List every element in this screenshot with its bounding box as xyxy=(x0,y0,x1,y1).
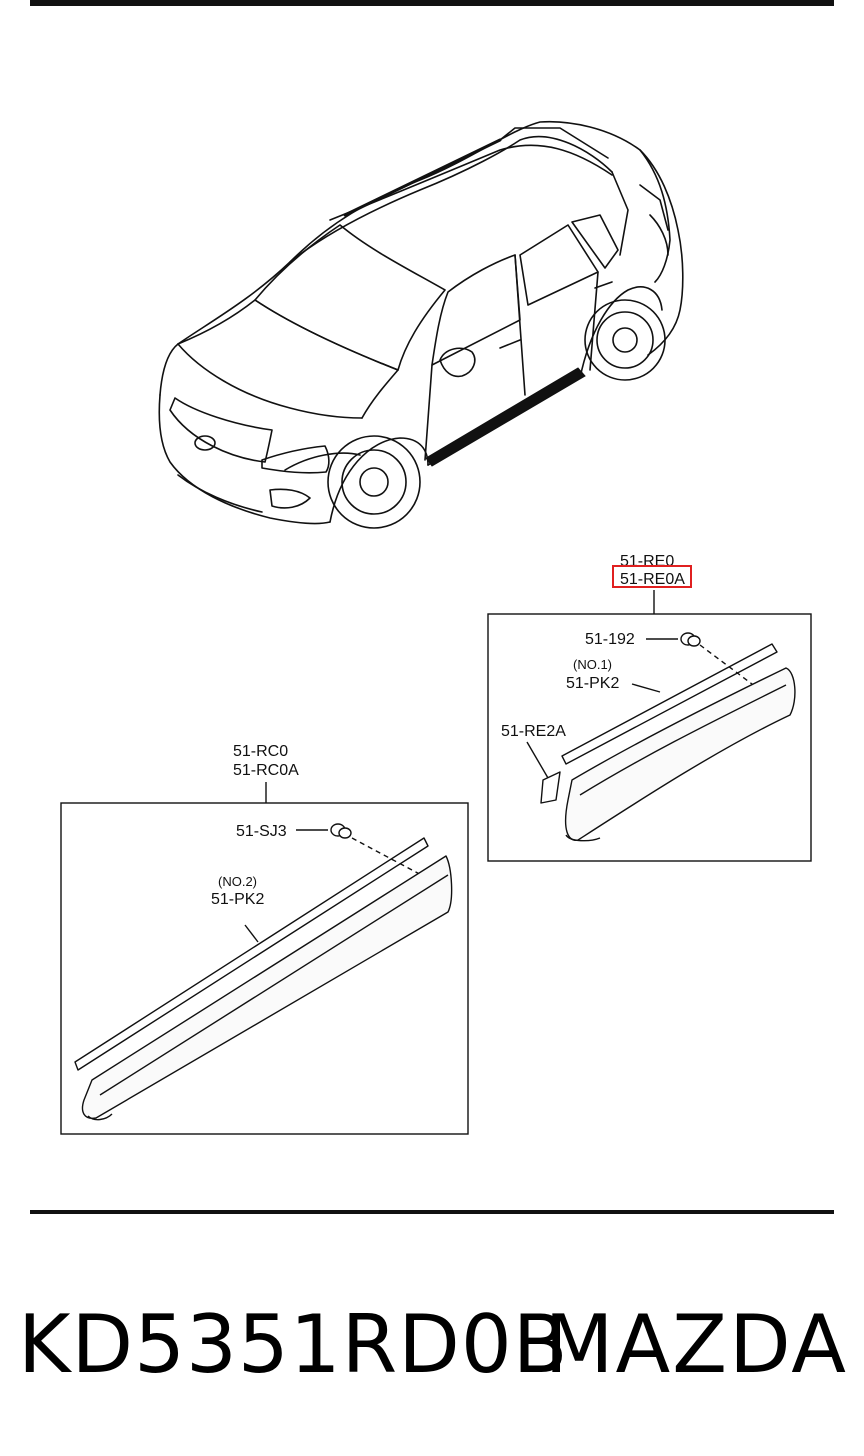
clip-icon xyxy=(680,632,701,647)
label-rear-pk: 51-PK2 xyxy=(211,891,264,908)
rear-panel-contents xyxy=(74,823,453,1121)
car-illustration xyxy=(158,120,684,529)
label-rear-no: (NO.2) xyxy=(218,874,257,889)
rear-molding-callout: 51-RC0 51-RC0A xyxy=(233,743,299,803)
bottom-rule xyxy=(30,1210,834,1214)
top-rule xyxy=(30,0,834,6)
rear-molding-panel xyxy=(60,802,469,1135)
label-front-part-alt: 51-RE0A xyxy=(620,571,685,588)
highlight-box xyxy=(612,565,692,588)
label-front-tape: 51-RE2A xyxy=(501,723,566,740)
label-front-no: (NO.1) xyxy=(573,657,612,672)
label-front-pk: 51-PK2 xyxy=(566,675,619,692)
label-rear-part: 51-RC0 xyxy=(233,743,288,760)
door-molding-highlight xyxy=(425,367,586,467)
label-front-part: 51-RE0 xyxy=(620,553,674,570)
front-molding-panel xyxy=(487,613,812,862)
brand-name: MAZDA xyxy=(544,1298,848,1391)
label-rear-part-alt: 51-RC0A xyxy=(233,762,299,779)
clip-icon xyxy=(330,823,352,839)
front-panel-contents xyxy=(526,632,796,842)
label-front-clip: 51-192 xyxy=(585,631,635,648)
part-number: KD5351RD0B xyxy=(18,1298,569,1391)
front-molding-callout: 51-RE0 51-RE0A xyxy=(612,553,692,614)
label-rear-clip: 51-SJ3 xyxy=(236,823,287,840)
footer: KD5351RD0B MAZDA xyxy=(0,1290,864,1400)
